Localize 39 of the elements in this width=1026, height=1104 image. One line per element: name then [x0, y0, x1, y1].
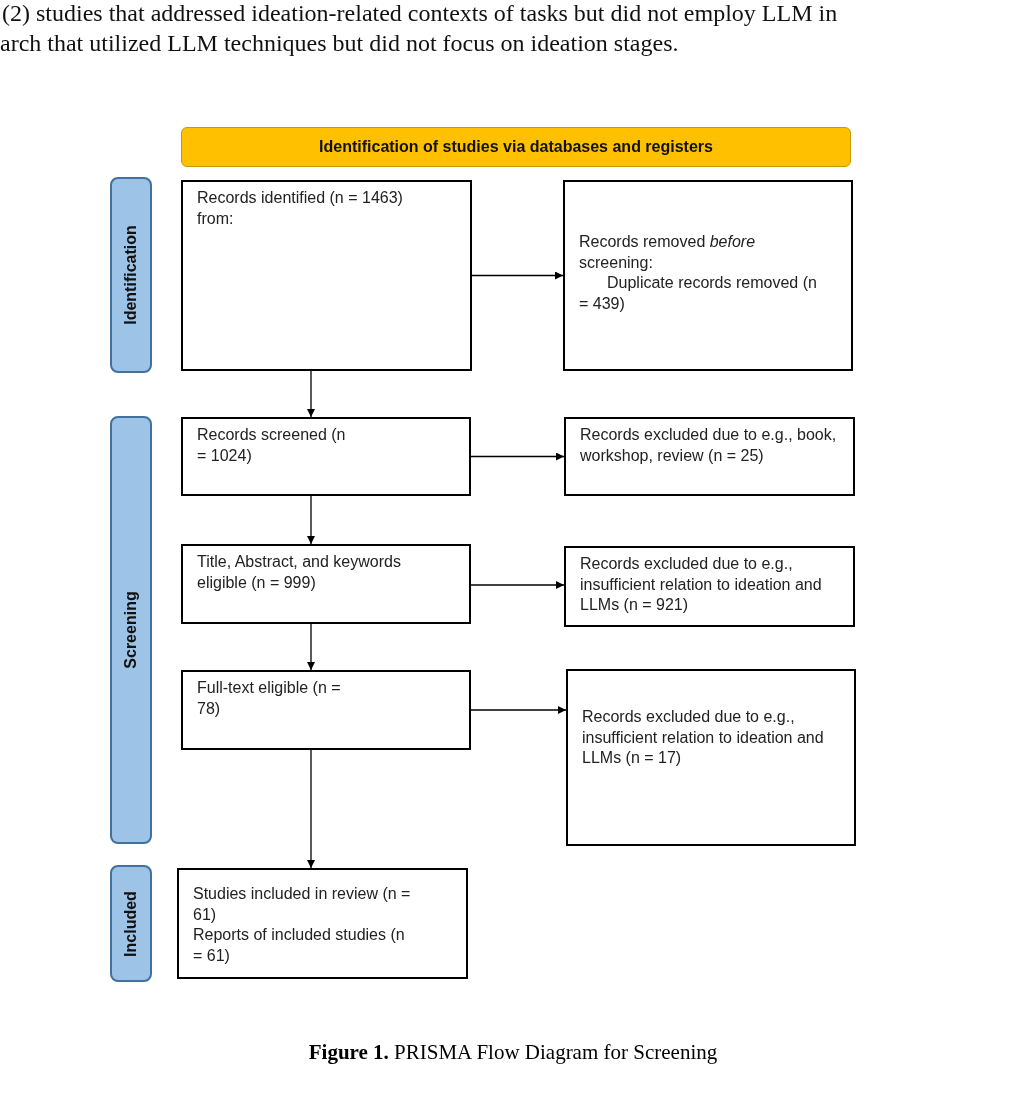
header-text: Identification of studies via databases and registers — [319, 138, 713, 156]
box-text: Duplicate records removed (n = 439) — [579, 273, 818, 314]
box-text: Records excluded due to e.g., insufficient relation to ideation and LLMs (n = 921) — [580, 554, 823, 615]
box-text: Records removed before screening: — [579, 232, 757, 273]
box-text: Title, Abstract, and keywords eligible (n = 999) — [197, 552, 402, 593]
box-text: Records screened (n = 1024) — [197, 425, 347, 466]
process-box — [563, 180, 853, 371]
arrow — [471, 271, 564, 280]
stage-label: Included — [122, 890, 140, 957]
stage-bar — [110, 865, 152, 982]
arrow — [470, 452, 565, 461]
body-text: (2) studies that addressed ideation-related contexts of tasks but did not employ LLM in — [2, 0, 838, 27]
body-text: arch that utilized LLM techniques but did not focus on ideation stages. — [0, 30, 679, 57]
process-box — [181, 670, 471, 750]
box-text: Records excluded due to e.g., insufficient relation to ideation and LLMs (n = 17) — [582, 707, 825, 768]
process-box — [181, 544, 471, 624]
stage-bar — [110, 177, 152, 373]
process-box — [564, 417, 855, 496]
process-box — [564, 546, 855, 627]
header-banner — [181, 127, 851, 167]
process-box — [566, 669, 856, 846]
stage-bar — [110, 416, 152, 844]
process-box — [177, 868, 468, 979]
stage-label: Identification — [122, 225, 140, 325]
box-text: Records identified (n = 1463) from: — [197, 188, 404, 229]
arrow — [470, 706, 567, 714]
box-text: Reports of included studies (n = 61) — [193, 925, 406, 966]
process-box — [181, 417, 471, 496]
process-box — [181, 180, 472, 371]
box-text: Full-text eligible (n = 78) — [197, 678, 342, 719]
arrow — [307, 495, 315, 545]
arrow — [470, 581, 565, 589]
box-text: Studies included in review (n = 61) — [193, 884, 412, 925]
arrow — [307, 623, 315, 671]
stage-label: Screening — [122, 591, 140, 669]
arrow — [307, 370, 315, 418]
box-text: Records excluded due to e.g., book, workshop, review (n = 25) — [580, 425, 838, 466]
arrow — [307, 749, 315, 869]
figure-caption: Figure 1. PRISMA Flow Diagram for Screening — [307, 1040, 719, 1065]
